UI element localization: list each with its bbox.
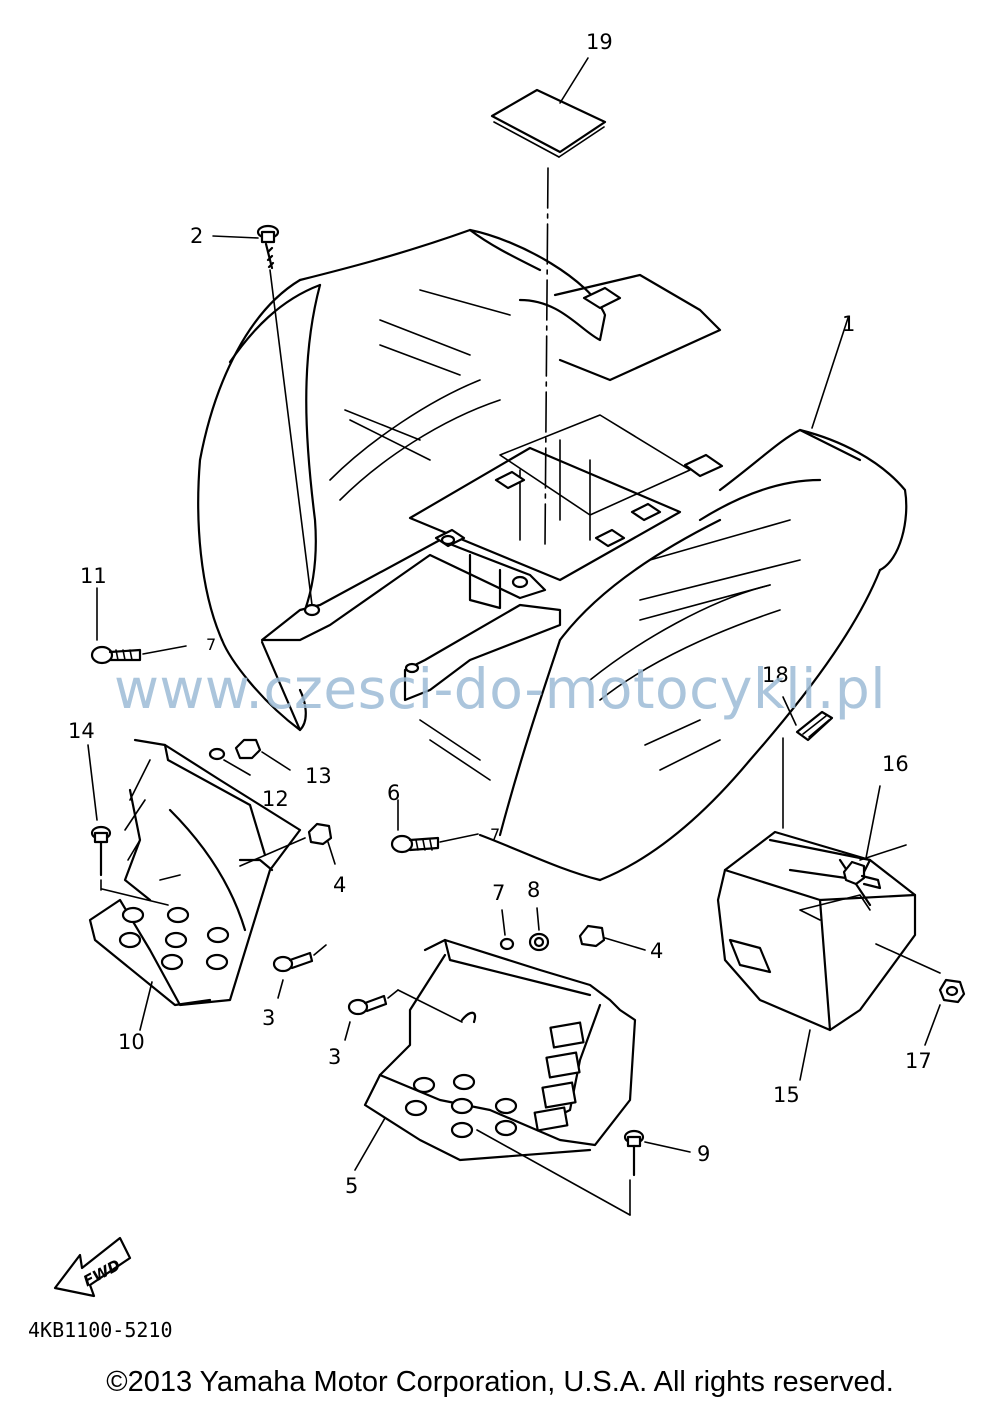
part-5-right-flap	[354, 938, 637, 1216]
label-part-8: 8	[527, 878, 540, 902]
label-part-19: 19	[586, 30, 613, 54]
label-part-2: 2	[190, 224, 203, 248]
label-part-15: 15	[773, 1083, 800, 1107]
label-part-4-right: 4	[650, 939, 663, 963]
part-number-labels: 19 2 1 11 18 14 13 16 12 6 4 7 8 4 3 10 …	[68, 30, 932, 1198]
part-18-clip	[782, 696, 834, 829]
label-part-6: 6	[387, 781, 400, 805]
label-part-12: 12	[262, 787, 289, 811]
part-19-decal	[490, 57, 607, 546]
part-9-bolt	[623, 1129, 691, 1177]
label-part-14: 14	[68, 719, 95, 743]
part-1-rear-fender	[197, 228, 908, 882]
part-15-toolbox	[716, 830, 941, 1081]
svg-text:7: 7	[490, 825, 500, 844]
label-part-18: 18	[762, 663, 789, 687]
part-6-screw: 7	[390, 799, 500, 854]
part-14-bolt	[87, 744, 112, 891]
label-part-9: 9	[697, 1142, 710, 1166]
label-part-4-left: 4	[333, 873, 346, 897]
svg-text:7: 7	[206, 635, 216, 654]
label-part-16: 16	[882, 752, 909, 776]
label-part-13: 13	[305, 764, 332, 788]
label-part-5: 5	[345, 1174, 358, 1198]
part-2-bolt	[212, 224, 313, 606]
label-part-7: 7	[492, 881, 505, 905]
fwd-arrow-icon: FWD	[53, 1236, 132, 1298]
label-part-11: 11	[80, 564, 107, 588]
label-part-3-right: 3	[328, 1045, 341, 1069]
part-10-left-flap	[88, 738, 302, 1031]
part-8-collar	[528, 907, 550, 952]
diagram-code: 4KB1100-5210	[28, 1318, 173, 1342]
part-13-nut	[234, 738, 291, 771]
part-4-nut-right	[578, 924, 646, 951]
label-part-3-left: 3	[262, 1006, 275, 1030]
label-part-1: 1	[842, 312, 855, 336]
label-part-17: 17	[905, 1049, 932, 1073]
grip-cups-left	[118, 906, 230, 971]
grip-cups-right	[404, 1073, 518, 1139]
part-3-screw-left	[272, 944, 327, 999]
copyright-notice: ©2013 Yamaha Motor Corporation, U.S.A. A…	[106, 1366, 894, 1398]
part-3-screw-right	[344, 989, 463, 1041]
label-part-10: 10	[118, 1030, 145, 1054]
part-11-screw: 7	[90, 587, 216, 665]
part-4-nut-left	[239, 822, 336, 867]
part-12-washer	[208, 747, 251, 776]
right-flap-ribs	[533, 1021, 585, 1132]
watermark: www.czesci-do-motocykli.pl	[113, 657, 887, 721]
part-7-washer	[499, 909, 515, 951]
part-17-nut	[924, 978, 966, 1046]
part-16-bolt	[842, 785, 882, 890]
